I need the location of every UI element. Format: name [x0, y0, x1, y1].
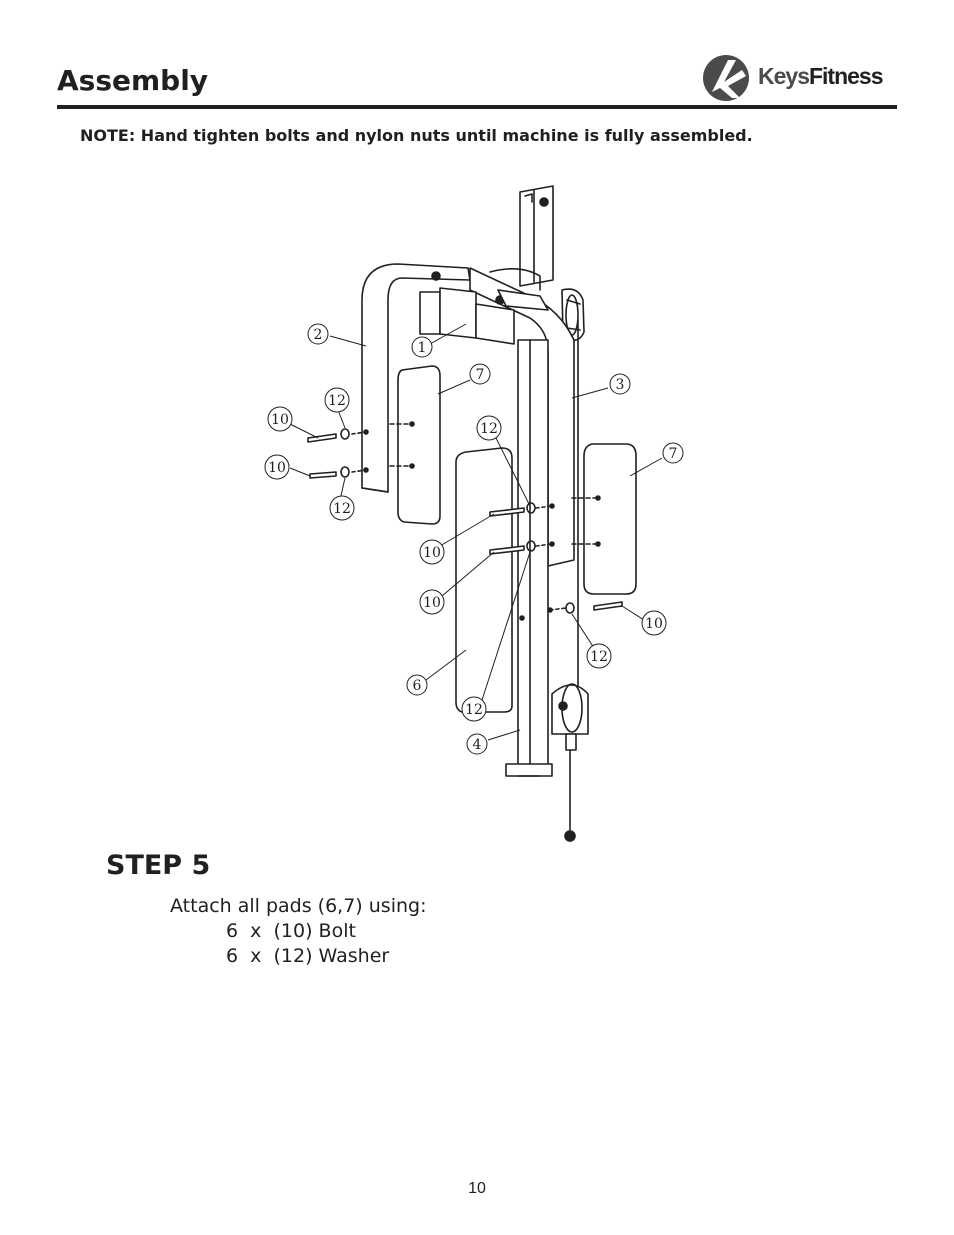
svg-text:6: 6 [413, 678, 422, 694]
right-bolt [547, 601, 623, 614]
callout-10-c: 10 [419, 539, 445, 565]
leader-lines [289, 323, 663, 741]
cable [564, 319, 579, 842]
callout-10-d: 10 [419, 589, 445, 615]
assembly-diagram: 2 1 7 3 12 10 12 7 10 12 10 10 10 12 6 1… [264, 185, 684, 842]
callout-12-c: 12 [329, 495, 355, 521]
page-title: Assembly [57, 64, 209, 97]
callout-10-e: 10 [641, 610, 667, 636]
svg-text:10: 10 [423, 595, 441, 611]
instruction-line: Attach all pads (6,7) using: [170, 895, 427, 917]
svg-text:12: 12 [328, 393, 346, 409]
svg-text:12: 12 [333, 501, 351, 517]
page-number: 10 [468, 1180, 486, 1197]
svg-text:10: 10 [423, 545, 441, 561]
instruction-line: 6 x (12) Washer [226, 945, 390, 967]
step-title: STEP 5 [106, 850, 211, 881]
pad-7-right [571, 443, 637, 595]
top-post [519, 185, 554, 287]
crossbar-blocks [419, 287, 515, 345]
svg-text:7: 7 [669, 446, 678, 462]
callout-2: 2 [307, 323, 329, 345]
instruction-line: 6 x (10) Bolt [226, 920, 356, 942]
pad-7-left [389, 365, 441, 525]
svg-text:12: 12 [590, 649, 608, 665]
lower-pulley [551, 683, 589, 751]
callout-7-right: 7 [662, 442, 684, 464]
svg-text:4: 4 [473, 737, 482, 753]
upright-post [505, 339, 553, 777]
center-bolts [489, 502, 555, 621]
step-instructions: Attach all pads (6,7) using: 6 x (10) Bo… [170, 894, 426, 969]
keys-fitness-logo-icon [703, 55, 749, 101]
pad-6-center [455, 447, 513, 713]
svg-text:3: 3 [616, 377, 625, 393]
callout-1: 1 [411, 336, 433, 358]
callout-12-e: 12 [461, 696, 487, 722]
callout-7-left: 7 [469, 363, 491, 385]
header-divider [57, 105, 897, 109]
callout-10-b: 10 [264, 454, 290, 480]
callout-12-b: 12 [476, 415, 502, 441]
svg-text:1: 1 [418, 340, 427, 356]
svg-text:10: 10 [645, 616, 663, 632]
logo-wordmark: KeysFitness [758, 63, 884, 89]
svg-text:10: 10 [271, 412, 289, 428]
keys-fitness-logo: KeysFitness [702, 52, 902, 104]
callout-12-d: 12 [586, 643, 612, 669]
assembly-note: NOTE: Hand tighten bolts and nylon nuts … [80, 126, 753, 145]
callout-12-a: 12 [324, 387, 350, 413]
callout-4: 4 [466, 733, 488, 755]
callout-3: 3 [609, 373, 631, 395]
svg-text:7: 7 [476, 367, 485, 383]
callouts: 2 1 7 3 12 10 12 7 10 12 10 10 10 12 6 1… [264, 323, 684, 755]
callout-6: 6 [406, 674, 428, 696]
svg-text:10: 10 [268, 460, 286, 476]
left-bolts [307, 428, 369, 479]
svg-text:12: 12 [465, 702, 483, 718]
callout-10-a: 10 [267, 406, 293, 432]
svg-text:12: 12 [480, 421, 498, 437]
svg-text:2: 2 [314, 327, 323, 343]
